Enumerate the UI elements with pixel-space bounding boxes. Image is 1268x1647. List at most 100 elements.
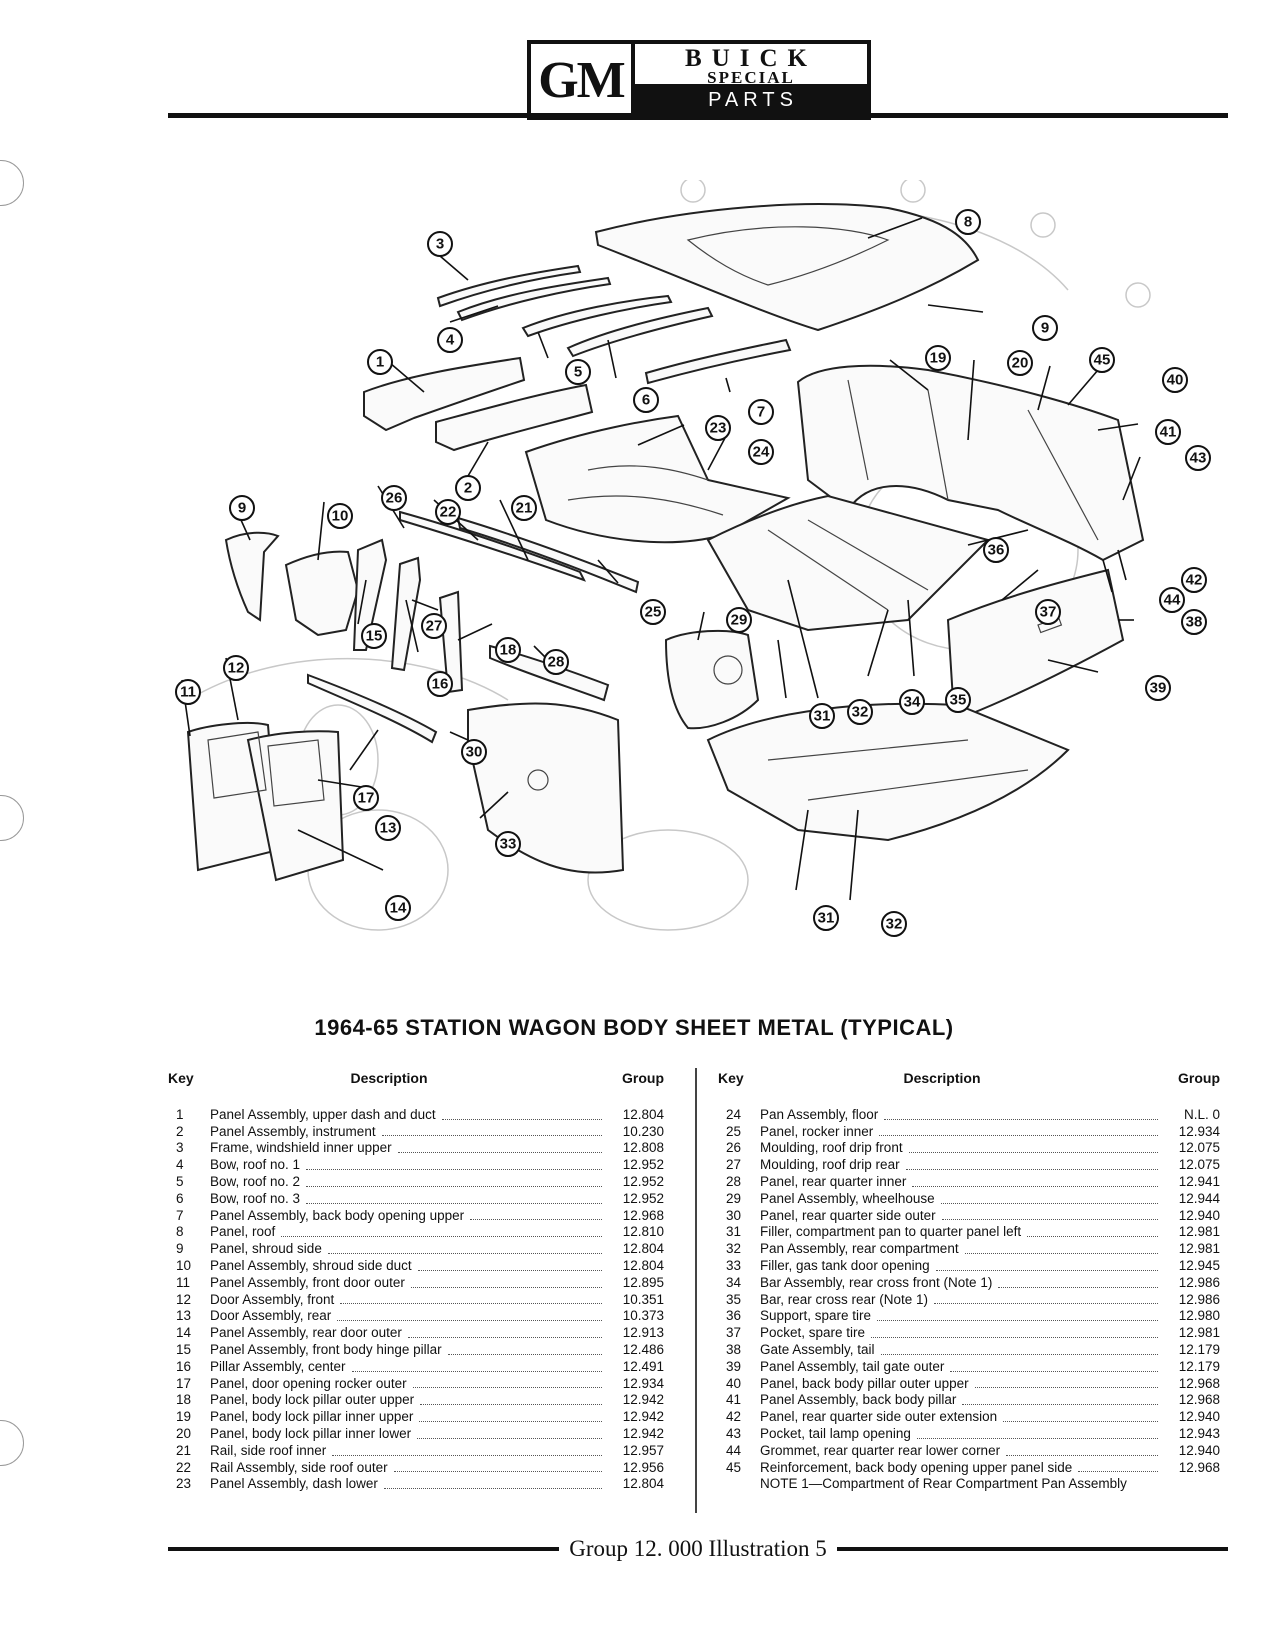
callout-29: 29 bbox=[726, 607, 752, 633]
footer-rule-right bbox=[836, 1547, 1229, 1551]
part-key: 33 bbox=[726, 1257, 742, 1273]
leader-dots bbox=[941, 1208, 1158, 1221]
svg-text:18: 18 bbox=[500, 642, 517, 659]
part-group: 12.952 bbox=[622, 1173, 664, 1189]
callout-26: 26 bbox=[381, 485, 407, 511]
part-rear-door bbox=[246, 730, 345, 882]
leader-dots bbox=[1027, 1224, 1158, 1238]
logo-model: SPECIAL bbox=[707, 68, 795, 87]
part-group: 12.940 bbox=[1178, 1409, 1220, 1425]
part-instrument-panel bbox=[435, 383, 594, 452]
svg-text:28: 28 bbox=[548, 654, 565, 671]
leader-dots bbox=[950, 1359, 1158, 1372]
part-description: Panel Assembly, instrument bbox=[210, 1123, 376, 1139]
leader-dots bbox=[962, 1392, 1158, 1406]
part-group: 12.808 bbox=[622, 1140, 664, 1156]
part-group: 12.968 bbox=[1178, 1459, 1220, 1475]
leader-dots bbox=[417, 1426, 602, 1439]
callout-28: 28 bbox=[543, 649, 569, 675]
part-group: 12.804 bbox=[622, 1257, 664, 1273]
part-hinge-pillar bbox=[352, 538, 388, 651]
part-description: Moulding, roof drip rear bbox=[760, 1157, 900, 1173]
part-group: 12.956 bbox=[622, 1459, 664, 1475]
leader-dots bbox=[974, 1376, 1158, 1389]
table-row: 25 Panel, rocker inner 12.934 bbox=[718, 1124, 1220, 1141]
part-description: Pan Assembly, floor bbox=[760, 1106, 879, 1122]
header-description: Description bbox=[903, 1070, 981, 1086]
callout-24: 24 bbox=[748, 439, 774, 465]
svg-text:39: 39 bbox=[1150, 680, 1167, 697]
part-key: 28 bbox=[726, 1173, 742, 1189]
part-key: 36 bbox=[726, 1308, 742, 1324]
part-key: 29 bbox=[726, 1190, 742, 1206]
leader-dots bbox=[441, 1107, 602, 1120]
part-rear-quarter-outer bbox=[467, 702, 625, 874]
svg-text:31: 31 bbox=[814, 708, 831, 725]
leader-dots bbox=[880, 1342, 1158, 1355]
part-key: 22 bbox=[176, 1459, 192, 1475]
part-group: 12.952 bbox=[622, 1190, 664, 1206]
part-group: 12.957 bbox=[622, 1442, 664, 1458]
part-description: Panel Assembly, front door outer bbox=[210, 1274, 405, 1290]
part-description: Pan Assembly, rear compartment bbox=[760, 1241, 959, 1257]
svg-text:26: 26 bbox=[386, 490, 403, 507]
part-description: Panel Assembly, rear door outer bbox=[210, 1325, 402, 1341]
leader-dots bbox=[877, 1308, 1158, 1322]
part-description: Panel, back body pillar outer upper bbox=[760, 1375, 969, 1391]
part-key: 41 bbox=[726, 1392, 742, 1408]
part-key: 45 bbox=[726, 1459, 742, 1475]
callout-5: 5 bbox=[565, 359, 591, 385]
part-key: 38 bbox=[726, 1341, 742, 1357]
part-center-pillar bbox=[390, 556, 422, 672]
callout-34: 34 bbox=[899, 689, 925, 715]
callout-31-upper: 31 bbox=[809, 703, 835, 729]
part-group: 12.934 bbox=[1178, 1123, 1220, 1139]
callout-18: 18 bbox=[495, 637, 521, 663]
header-key: Key bbox=[168, 1070, 194, 1086]
callout-43: 43 bbox=[1185, 445, 1211, 471]
svg-text:11: 11 bbox=[180, 684, 196, 701]
part-description: Panel, rear quarter inner bbox=[760, 1173, 907, 1189]
part-key: 25 bbox=[726, 1123, 742, 1139]
part-key: 15 bbox=[176, 1341, 192, 1357]
svg-text:23: 23 bbox=[710, 420, 727, 437]
part-description: Panel, door opening rocker outer bbox=[210, 1375, 407, 1391]
leader-dots bbox=[879, 1124, 1158, 1137]
callout-41: 41 bbox=[1155, 419, 1181, 445]
part-key: 8 bbox=[176, 1224, 184, 1240]
leader-dots bbox=[306, 1174, 602, 1187]
svg-text:22: 22 bbox=[440, 504, 457, 521]
part-group: 12.980 bbox=[1178, 1308, 1220, 1324]
callout-10: 10 bbox=[327, 503, 353, 529]
svg-text:41: 41 bbox=[1160, 424, 1177, 441]
svg-text:32: 32 bbox=[886, 916, 903, 933]
part-key: 23 bbox=[176, 1476, 192, 1492]
part-group: 12.895 bbox=[622, 1274, 664, 1290]
header-rule bbox=[168, 113, 1228, 118]
leader-lines bbox=[181, 217, 1141, 901]
part-description: Panel, rocker inner bbox=[760, 1123, 874, 1139]
part-description: Frame, windshield inner upper bbox=[210, 1140, 392, 1156]
gm-logo-mark: GM bbox=[531, 44, 631, 116]
leader-dots bbox=[281, 1224, 602, 1238]
svg-text:14: 14 bbox=[390, 900, 407, 917]
part-key: 17 bbox=[176, 1375, 192, 1391]
page-footer: Group 12. 000 Illustration 5 bbox=[168, 1534, 1229, 1564]
